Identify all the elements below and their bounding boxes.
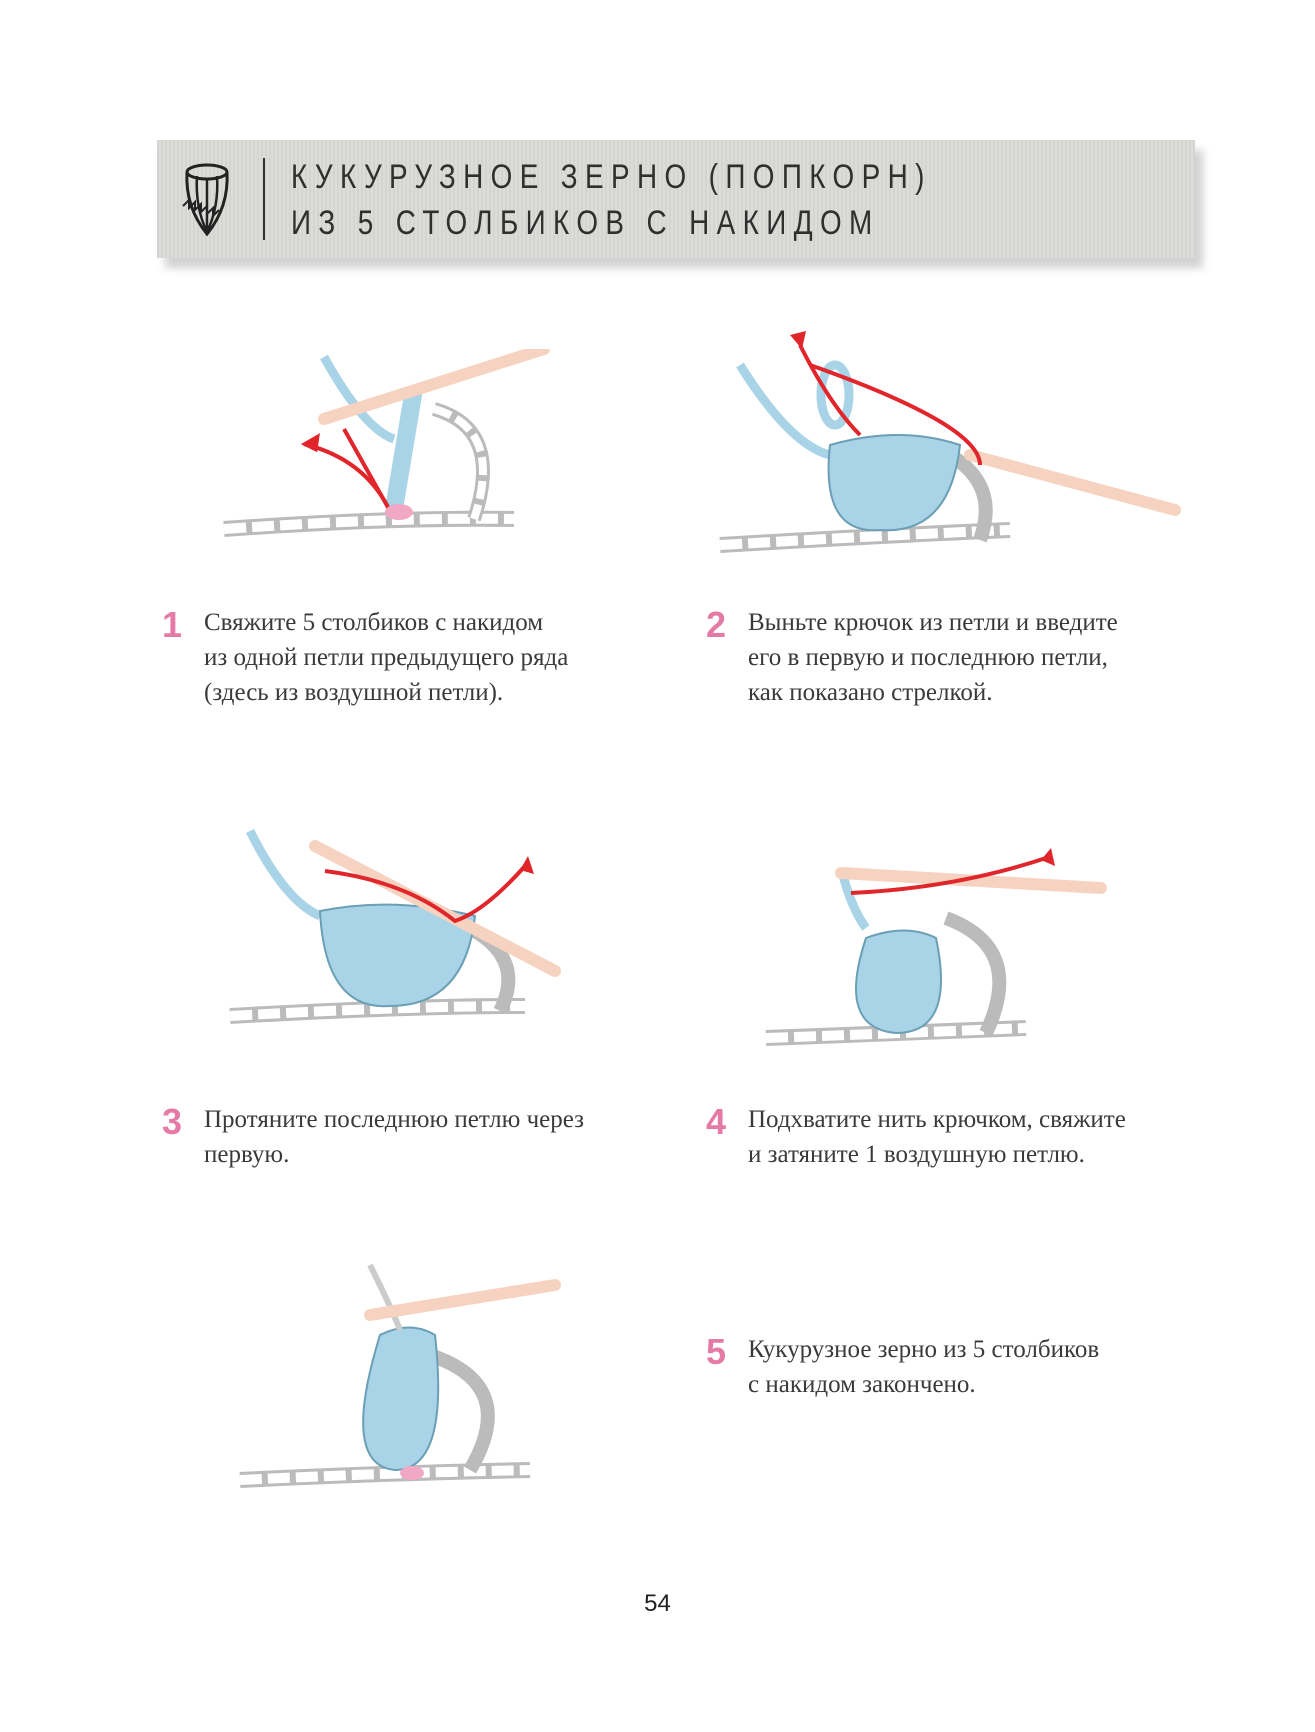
title-line-1: КУКУРУЗНОЕ ЗЕРНО (ПОПКОРН) <box>291 158 932 196</box>
step-3-illustration <box>229 828 561 1024</box>
step-number: 2 <box>706 604 727 645</box>
text-line: Подхватите нить крючком, свяжите <box>748 1106 1126 1133</box>
step-1-illustration <box>223 349 550 537</box>
page-number: 54 <box>644 1590 671 1617</box>
step-4: 4 Подхватите нить крючком, свяжите и зат… <box>706 1102 1126 1172</box>
text-line: Протяните последнюю петлю через <box>204 1106 585 1133</box>
step-text: Выньте крючок из петли и введите его в п… <box>748 605 1118 710</box>
step-number: 5 <box>706 1331 727 1372</box>
step-3: 3 Протяните последнюю петлю через первую… <box>162 1102 584 1172</box>
step-text: Кукурузное зерно из 5 столбиков с накидо… <box>748 1332 1099 1402</box>
title-line-2: ИЗ 5 СТОЛБИКОВ С НАКИДОМ <box>291 204 880 242</box>
popcorn-stitch-icon <box>182 163 229 237</box>
text-line: Свяжите 5 столбиков с накидом <box>204 609 544 636</box>
text-line: Кукурузное зерно из 5 столбиков <box>748 1336 1100 1363</box>
text-line: его в первую и последнюю петли, <box>748 644 1108 671</box>
step-text: Подхватите нить крючком, свяжите и затян… <box>748 1102 1126 1172</box>
text-line: (здесь из воздушной петли). <box>204 679 504 706</box>
title-banner: КУКУРУЗНОЕ ЗЕРНО (ПОПКОРН) ИЗ 5 СТОЛБИКО… <box>157 140 1195 258</box>
step-number: 3 <box>162 1101 183 1142</box>
text-line: и затяните 1 воздушную петлю. <box>748 1141 1085 1168</box>
text-line: Выньте крючок из петли и введите <box>748 609 1118 636</box>
text-line: как показано стрелкой. <box>748 679 993 706</box>
step-5: 5 Кукурузное зерно из 5 столбиков с наки… <box>706 1332 1099 1402</box>
step-text: Свяжите 5 столбиков с накидом из одной п… <box>204 605 568 710</box>
step-2: 2 Выньте крючок из петли и введите его в… <box>706 605 1118 710</box>
text-line: первую. <box>204 1141 290 1168</box>
divider <box>263 158 265 240</box>
step-1: 1 Свяжите 5 столбиков с накидом из одной… <box>162 605 568 710</box>
page-title: КУКУРУЗНОЕ ЗЕРНО (ПОПКОРН) ИЗ 5 СТОЛБИКО… <box>291 154 932 246</box>
step-number: 4 <box>706 1101 727 1142</box>
step-number: 1 <box>162 604 183 645</box>
step-5-illustration <box>239 1263 561 1488</box>
step-4-illustration <box>765 848 1107 1046</box>
step-2-illustration <box>719 331 1181 553</box>
step-text: Протяните последнюю петлю через первую. <box>204 1102 584 1172</box>
text-line: из одной петли предыдущего ряда <box>204 644 569 671</box>
text-line: с накидом закончено. <box>748 1371 976 1398</box>
